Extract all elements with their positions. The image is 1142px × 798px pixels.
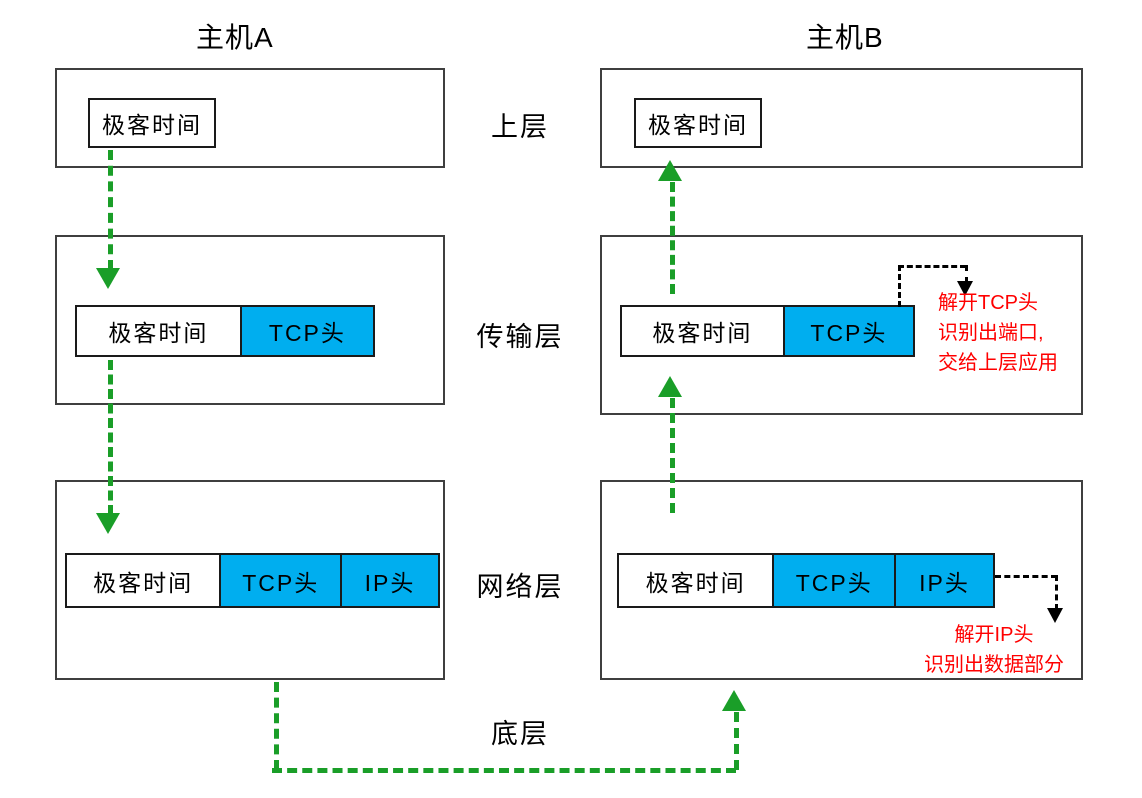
packet-segment-payload: 极客时间 [619, 555, 773, 606]
host-a-title: 主机A [196, 22, 274, 53]
layer-label-transport: 传输层 [476, 322, 564, 352]
bottom-path-arrow-head [722, 690, 746, 711]
bottom-path-up-segment [734, 712, 739, 770]
ip-note-leader-vertical-down [1055, 575, 1058, 610]
tcp-note-leader-vertical-down [965, 265, 968, 283]
packet-segment-payload: 极客时间 [622, 307, 783, 355]
flow-arrow-a-transport-to-network-head [96, 513, 120, 534]
flow-arrow-b-network-to-transport-head [658, 376, 682, 397]
flow-arrow-b-network-to-transport-line [670, 398, 675, 513]
annotation-line: 识别出端口, [938, 322, 1044, 344]
packet-segment-tcp-header: TCP头 [772, 555, 895, 606]
packet-segment-payload: 极客时间 [636, 100, 760, 146]
flow-arrow-b-transport-to-upper-head [658, 160, 682, 181]
annotation-line: 解开TCP头 [938, 292, 1038, 314]
flow-arrow-a-upper-to-transport-head [96, 268, 120, 289]
ip-note-leader-horizontal [995, 575, 1057, 578]
packet-segment-payload: 极客时间 [67, 555, 220, 606]
packet-segment-tcp-header: TCP头 [219, 555, 341, 606]
annotation-line: 解开IP头 [954, 624, 1034, 646]
host-b-network-packet: 极客时间 TCP头 IP头 [617, 553, 995, 608]
host-a-network-packet: 极客时间 TCP头 IP头 [65, 553, 440, 608]
bottom-path-horizontal-segment [272, 768, 736, 773]
packet-segment-payload: 极客时间 [77, 307, 240, 355]
ip-note-leader-arrow-head [1047, 608, 1063, 623]
packet-segment-tcp-header: TCP头 [239, 307, 373, 355]
packet-segment-payload: 极客时间 [90, 100, 214, 146]
bottom-path-down-segment [274, 682, 279, 770]
tcp-note-leader-arrow-head [957, 281, 973, 296]
flow-arrow-a-transport-to-network-line [108, 360, 113, 515]
layer-label-network: 网络层 [476, 572, 564, 602]
layer-label-bottom: 底层 [491, 719, 549, 749]
flow-arrow-b-transport-to-upper-line [670, 182, 675, 294]
tcp-note-leader-vertical-up [898, 265, 901, 307]
host-b-upper-packet: 极客时间 [634, 98, 762, 148]
network-layer-annotation: 解开IP头 识别出数据部分 [924, 620, 1064, 680]
host-b-title: 主机B [806, 22, 884, 53]
packet-segment-tcp-header: TCP头 [782, 307, 913, 355]
host-b-transport-packet: 极客时间 TCP头 [620, 305, 915, 357]
transport-layer-annotation: 解开TCP头 识别出端口, 交给上层应用 [938, 288, 1058, 378]
layer-label-upper: 上层 [491, 112, 549, 142]
host-a-upper-packet: 极客时间 [88, 98, 216, 148]
annotation-line: 识别出数据部分 [924, 654, 1064, 676]
flow-arrow-a-upper-to-transport-line [108, 150, 113, 270]
annotation-line: 交给上层应用 [938, 352, 1058, 374]
host-a-transport-packet: 极客时间 TCP头 [75, 305, 375, 357]
tcp-note-leader-horizontal [898, 265, 966, 268]
packet-segment-ip-header: IP头 [340, 555, 438, 606]
packet-segment-ip-header: IP头 [894, 555, 993, 606]
